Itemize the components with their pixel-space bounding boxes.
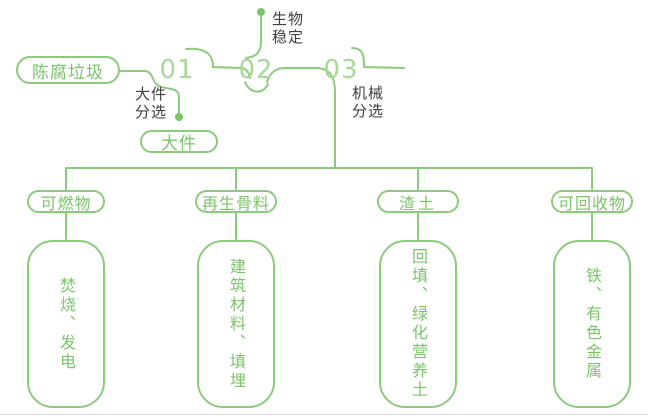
connector-02-underswash	[244, 81, 269, 93]
detail-text: 回填、绿化营养土	[409, 248, 428, 400]
detail-text: 铁、有色金属	[583, 267, 602, 381]
category-pill-slag-soil: 渣土	[377, 190, 459, 213]
bulky-output-pill: 大件	[140, 130, 218, 154]
step-label-bio-stabilization: 生物 稳定	[272, 10, 305, 46]
category-label: 可燃物	[40, 193, 92, 213]
connector-02-to-03-drop	[266, 67, 336, 169]
category-label: 可回收物	[557, 193, 626, 213]
connector-bio-stem	[245, 15, 262, 59]
connector-01-to-02	[185, 47, 251, 79]
step-number-02: 02	[238, 55, 274, 85]
step-number-03: 03	[323, 55, 359, 85]
connector-dot-bulky	[175, 113, 183, 121]
connector-source-to-01	[119, 70, 180, 114]
detail-box-slag-soil: 回填、绿化营养土	[379, 240, 457, 408]
detail-box-combustibles: 焚烧、发电	[27, 240, 105, 408]
step-label-mechanical-sorting: 机械 分选	[352, 84, 385, 120]
connector-dot-bio	[257, 8, 265, 16]
screenshot-bottom-edge	[0, 414, 648, 415]
connector-pills-to-boxes	[65, 211, 593, 240]
source-pill: 陈腐垃圾	[16, 56, 120, 84]
category-pill-recycled-aggregate: 再生骨料	[195, 190, 277, 213]
source-pill-label: 陈腐垃圾	[32, 62, 104, 83]
detail-text: 建筑材料、填埋	[227, 257, 246, 391]
step-label-bulky-sorting: 大件 分选	[135, 85, 168, 121]
detail-text: 焚烧、发电	[57, 276, 76, 372]
detail-box-recycled-aggregate: 建筑材料、填埋	[197, 240, 275, 408]
category-pill-recyclables: 可回收物	[551, 190, 633, 213]
detail-box-recyclables: 铁、有色金属	[553, 240, 631, 408]
category-pill-combustibles: 可燃物	[27, 190, 105, 213]
bulky-output-label: 大件	[161, 134, 197, 154]
category-label: 再生骨料	[201, 193, 270, 213]
category-label: 渣土	[398, 193, 437, 213]
connector-03-out	[351, 47, 405, 69]
connector-bar-to-pills	[65, 167, 593, 190]
step-number-01: 01	[159, 55, 195, 85]
